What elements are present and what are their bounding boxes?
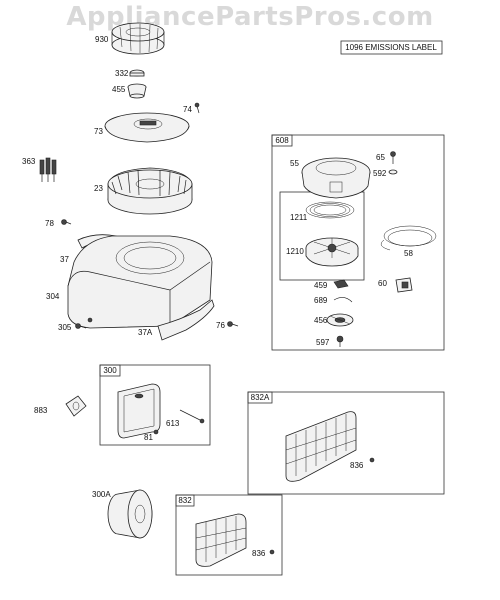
box-300-muffler[interactable]: 300 [99,364,211,446]
part-300A-muffler[interactable] [107,489,153,539]
callout-832A: 832A [251,393,270,402]
part-456-retainer[interactable] [326,313,354,327]
callout-81: 81 [144,433,153,442]
part-1211-spring[interactable] [305,201,355,219]
part-1210-pulley[interactable] [305,237,359,267]
part-23-flywheel[interactable] [107,167,193,215]
callout-363: 363 [22,157,36,166]
part-78-screw[interactable] [61,219,72,225]
callout-78: 78 [45,219,54,228]
callout-689: 689 [314,296,328,305]
part-76-screw[interactable] [227,321,239,327]
part-58-rope[interactable] [380,225,437,251]
emissions-label-box[interactable]: 1096 EMISSIONS LABEL [340,40,443,55]
callout-65: 65 [376,153,385,162]
callout-76: 76 [216,321,225,330]
callout-55: 55 [290,159,299,168]
part-836-screw-a[interactable] [369,457,375,463]
callout-304: 304 [46,292,60,301]
callout-74: 74 [183,105,192,114]
part-305-screw[interactable] [75,323,87,329]
part-55-starter-housing[interactable] [301,157,371,199]
callout-608: 608 [275,136,289,145]
callout-58: 58 [404,249,413,258]
callout-459: 459 [314,281,328,290]
callout-23: 23 [94,184,103,193]
callout-37: 37 [60,255,69,264]
part-836-screw-b[interactable] [269,549,275,555]
callout-613: 613 [166,419,180,428]
part-930-rotating-screen[interactable] [111,22,165,55]
callout-592: 592 [373,169,387,178]
part-74-screw[interactable] [194,102,200,114]
callout-1210: 1210 [286,247,304,256]
callout-883: 883 [34,406,48,415]
part-60-handle[interactable] [395,277,413,293]
callout-300: 300 [103,366,117,375]
part-592-washer[interactable] [388,169,398,175]
callout-73: 73 [94,127,103,136]
part-81-screw[interactable] [153,429,159,435]
callout-455: 455 [112,85,126,94]
part-363-terminals[interactable] [39,157,57,182]
callout-832: 832 [178,496,192,505]
box-832A-muffler-guard[interactable]: 832A [247,391,445,495]
callout-300A: 300A [92,490,111,499]
part-597-screw[interactable] [336,335,344,347]
part-613-bolt[interactable] [179,409,205,424]
callout-836-a: 836 [350,461,364,470]
part-332-nut[interactable] [129,69,145,77]
callout-836-b: 836 [252,549,266,558]
callout-1211: 1211 [290,213,308,222]
part-65-screw[interactable] [390,151,396,165]
part-455-cup[interactable] [127,83,147,99]
part-304-blower-housing[interactable] [67,235,213,329]
emissions-label-text: 1096 EMISSIONS LABEL [345,43,437,52]
box-832-muffler-guard[interactable]: 832 [175,494,283,576]
callout-332: 332 [115,69,129,78]
part-459-pawl[interactable] [333,279,349,289]
callout-305: 305 [58,323,72,332]
callout-597: 597 [316,338,330,347]
part-73-cover[interactable] [104,112,190,143]
callout-37A: 37A [138,328,153,337]
part-689-spring[interactable] [333,297,353,303]
part-37A-baffle[interactable] [157,299,215,341]
callout-456: 456 [314,316,328,325]
callout-930: 930 [95,35,109,44]
callout-60: 60 [378,279,387,288]
part-883-gasket[interactable] [65,395,87,417]
